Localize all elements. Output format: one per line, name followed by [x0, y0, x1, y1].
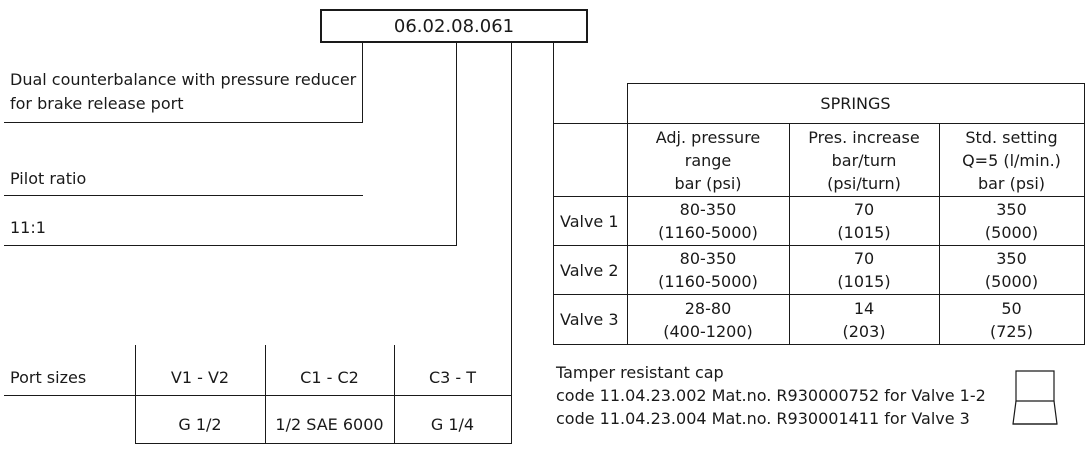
description-line1: Dual counterbalance with pressure reduce… [10, 70, 357, 89]
port-sizes-bottom [135, 443, 512, 444]
table-cell: 70(1015) [788, 245, 940, 295]
port-value-c3t: G 1/4 [430, 415, 475, 434]
cap-icon [1012, 370, 1058, 425]
springs-table: SPRINGS Adj. pressure range bar (psi) Pr… [553, 83, 1085, 345]
table-cell: 350(5000) [938, 245, 1085, 295]
table-cell: 14(203) [788, 294, 940, 345]
springs-header-adj-pressure: Adj. pressure range bar (psi) [626, 123, 790, 197]
table-cell: 80-350(1160-5000) [626, 196, 790, 246]
product-code: 06.02.08.061 [393, 15, 515, 37]
connector-pilot [456, 43, 457, 245]
port-value-v1v2: G 1/2 [178, 415, 222, 434]
pilot-ratio-value: 11:1 [10, 218, 46, 237]
port-header-c3t: C3 - T [428, 368, 477, 387]
springs-header-blank [553, 123, 628, 197]
springs-corner [553, 83, 628, 124]
pilot-ratio-divider [4, 195, 363, 196]
table-cell: 350(5000) [938, 196, 1085, 246]
pilot-ratio-label: Pilot ratio [10, 169, 87, 188]
tamper-line-1: code 11.04.23.002 Mat.no. R930000752 for… [556, 386, 986, 405]
table-cell: 50(725) [938, 294, 1085, 345]
springs-title: SPRINGS [626, 83, 1085, 124]
springs-header-std-setting: Std. setting Q=5 (l/min.) bar (psi) [938, 123, 1085, 197]
connector-port-sizes [511, 43, 512, 444]
port-sizes-vline-2 [265, 345, 266, 444]
row-label: Valve 3 [553, 294, 628, 345]
tamper-line-2: code 11.04.23.004 Mat.no. R930001411 for… [556, 409, 970, 428]
product-code-box: 06.02.08.061 [320, 9, 588, 43]
port-value-c1c2: 1/2 SAE 6000 [275, 415, 384, 434]
springs-header-pres-increase: Pres. increase bar/turn (psi/turn) [788, 123, 940, 197]
port-sizes-vline-1 [135, 345, 136, 444]
table-cell: 70(1015) [788, 196, 940, 246]
port-sizes-divider [4, 395, 512, 396]
table-row: Valve 3 28-80(400-1200) 14(203) 50(725) [553, 294, 1085, 345]
pilot-ratio-underline [4, 245, 457, 246]
port-header-c1c2: C1 - C2 [300, 368, 359, 387]
port-header-v1v2: V1 - V2 [170, 368, 230, 387]
port-sizes-label: Port sizes [10, 368, 87, 387]
description-underline [4, 122, 363, 123]
table-row: Valve 2 80-350(1160-5000) 70(1015) 350(5… [553, 245, 1085, 295]
description-line2: for brake release port [10, 94, 184, 113]
connector-description [362, 43, 363, 122]
table-row: Valve 1 80-350(1160-5000) 70(1015) 350(5… [553, 196, 1085, 246]
row-label: Valve 2 [553, 245, 628, 295]
table-cell: 80-350(1160-5000) [626, 245, 790, 295]
tamper-title: Tamper resistant cap [556, 363, 724, 382]
row-label: Valve 1 [553, 196, 628, 246]
port-sizes-vline-3 [394, 345, 395, 444]
table-cell: 28-80(400-1200) [626, 294, 790, 345]
